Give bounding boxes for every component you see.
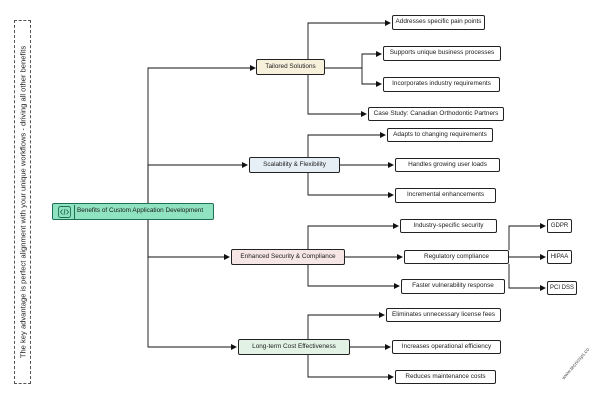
sec-child-3: Faster vulnerability response [401,279,505,294]
tailored-child-4: Case Study: Canadian Orthodontic Partner… [368,107,504,121]
edge-cost-1 [307,312,385,347]
edge-scal-3 [307,165,394,198]
edge-tailored-2 [325,51,382,69]
cost-child-1: Eliminates unnecessary license fees [386,308,501,322]
edge-scal-1 [307,132,386,165]
compliance-hipaa: HIPAA [547,250,572,264]
edge-tailored-3 [361,68,382,87]
sidebar-text: The key advantage is perfect alignment w… [18,45,27,359]
edge-root-scalability [147,162,248,211]
root-node: Benefits of Custom Application Developme… [52,203,214,220]
sec-child-1: Industry-specific security [400,219,497,233]
root-label: Benefits of Custom Application Developme… [77,207,204,215]
cost-child-2: Increases operational efficiency [392,340,501,354]
branch-cost: Long-term Cost Effectiveness [238,339,350,355]
edge-root-tailored [147,65,256,211]
tailored-child-3: Incorporates industry requirements [383,77,500,92]
scal-child-1: Adapts to changing requirements [387,128,493,142]
edge-tailored-4 [307,68,367,117]
compliance-gdpr: GDPR [547,219,572,233]
tailored-child-1: Addresses specific pain points [392,15,485,30]
code-icon [56,204,75,219]
compliance-pci-dss: PCI DSS [547,281,577,295]
edge-gdpr [508,223,546,250]
edge-pci [508,264,546,291]
branch-security: Enhanced Security & Compliance [231,249,345,265]
scal-child-3: Incremental enhancements [395,188,496,203]
edge-sec-1 [307,223,399,257]
branch-scalability: Scalability & Flexibility [249,157,340,173]
scal-child-2: Handles growing user loads [395,158,500,172]
edge-sec-3 [307,257,400,289]
edge-root-cost [147,211,237,350]
edge-cost-3 [307,347,394,380]
sidebar-frame [14,20,31,384]
edge-tailored-1 [307,20,391,68]
sec-child-2: Regulatory compliance [404,250,509,264]
branch-tailored: Tailored Solutions [256,59,325,75]
cost-child-3: Reduces maintenance costs [395,370,496,384]
tailored-child-2: Supports unique business processes [383,46,501,61]
